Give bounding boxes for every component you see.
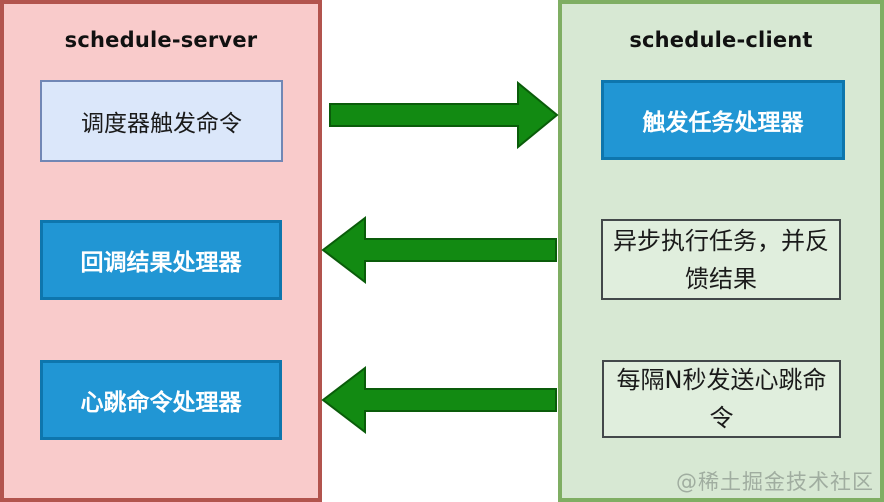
arrow-trigger-command [325,80,560,150]
client-panel-title: schedule-client [629,28,813,52]
left-arrow-icon [321,215,557,285]
server-box-heartbeat-handler-label: 心跳命令处理器 [80,390,242,416]
arrow-callback-result [319,215,559,285]
server-box-scheduler-trigger: 调度器触发命令 [40,80,283,162]
server-box-callback-handler: 回调结果处理器 [40,220,282,300]
client-box-trigger-task-handler: 触发任务处理器 [601,80,845,160]
client-box-async-execute: 异步执行任务，并反馈结果 [601,219,841,300]
client-box-async-execute-label: 异步执行任务，并反馈结果 [613,226,829,293]
client-box-heartbeat-sender-label: 每隔N秒发送心跳命令 [616,366,827,432]
right-arrow-icon [329,80,559,150]
server-box-heartbeat-handler: 心跳命令处理器 [40,360,282,440]
watermark: @稀土掘金技术社区 [676,470,874,494]
client-box-trigger-task-handler-label: 触发任务处理器 [642,110,804,136]
server-box-callback-handler-label: 回调结果处理器 [80,250,242,276]
client-box-heartbeat-sender: 每隔N秒发送心跳命令 [602,360,841,438]
arrow-heartbeat-command [319,365,559,435]
server-panel-title: schedule-server [64,28,258,52]
server-box-scheduler-trigger-label: 调度器触发命令 [81,111,242,137]
left-arrow-icon [321,365,557,435]
